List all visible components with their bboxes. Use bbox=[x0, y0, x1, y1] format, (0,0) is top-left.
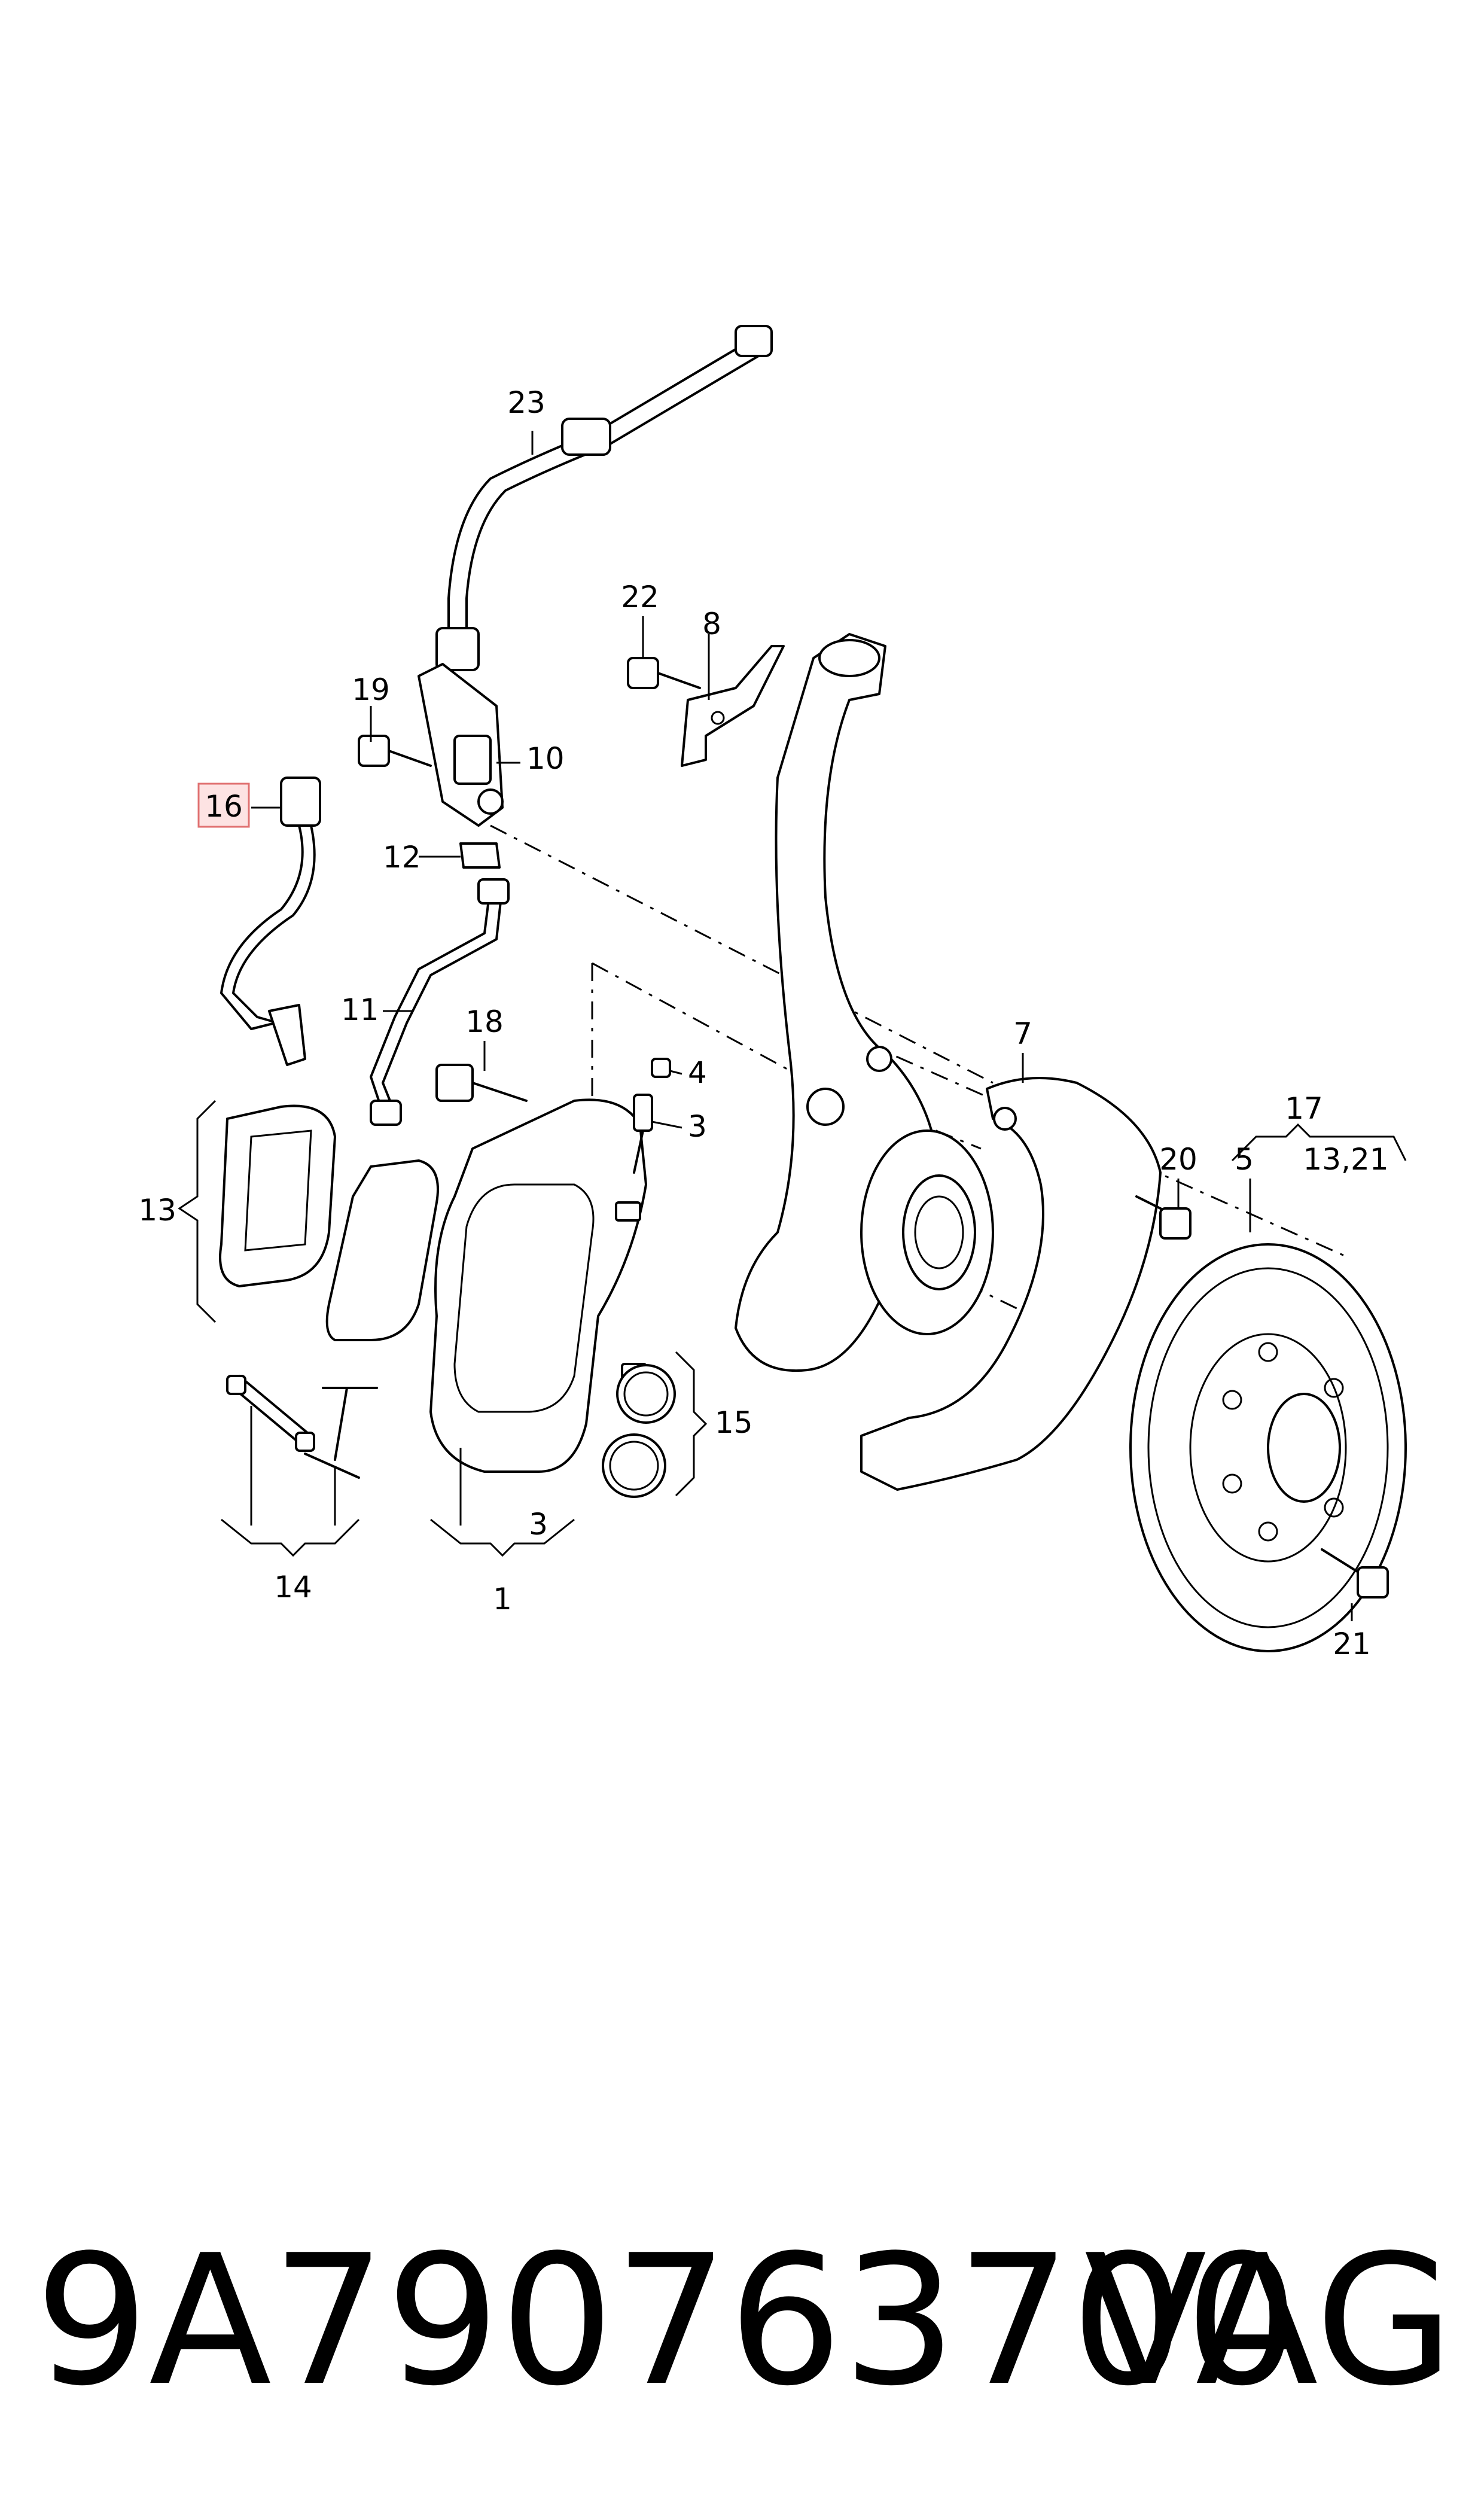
callout-labels: 23 22 8 19 10 16 12 11 18 4 3 7 17 20 5 … bbox=[138, 385, 1388, 1661]
callout-18: 18 bbox=[465, 1004, 504, 1039]
bracket-8 bbox=[681, 645, 785, 767]
brake-disc bbox=[1129, 1243, 1407, 1652]
callout-15: 15 bbox=[715, 1405, 753, 1440]
callout-11: 11 bbox=[341, 992, 379, 1027]
callout-3-bleed: 3 bbox=[688, 1109, 707, 1144]
leader-lines bbox=[178, 431, 1407, 1621]
bolt-22 bbox=[627, 657, 701, 689]
bolt-20 bbox=[1135, 1195, 1192, 1240]
callout-13: 13 bbox=[138, 1193, 176, 1228]
callout-20: 20 bbox=[1159, 1142, 1197, 1177]
brake-pads bbox=[219, 1104, 439, 1341]
bleed-screw bbox=[633, 1094, 653, 1174]
brake-line bbox=[370, 878, 510, 1126]
callout-14: 14 bbox=[274, 1570, 312, 1604]
brand-label: VAG bbox=[1084, 2216, 1454, 2425]
part-number: 9A790763700 bbox=[35, 2216, 1299, 2425]
callout-17: 17 bbox=[1285, 1091, 1323, 1126]
seal-rings bbox=[602, 1364, 676, 1498]
brake-caliper bbox=[429, 1098, 647, 1473]
footer: 9A790763700 VAG bbox=[0, 2213, 1484, 2429]
callout-21: 21 bbox=[1333, 1627, 1371, 1661]
bolt-19 bbox=[358, 735, 432, 767]
callout-16: 16 bbox=[205, 789, 243, 824]
brake-hose bbox=[435, 325, 773, 671]
hose-bracket bbox=[418, 663, 504, 869]
callout-13-21: 13,21 bbox=[1303, 1142, 1388, 1177]
bolt-18 bbox=[435, 1064, 528, 1102]
brake-assembly-diagram: 23 22 8 19 10 16 12 11 18 4 3 7 17 20 5 … bbox=[138, 325, 1407, 1661]
retaining-pins bbox=[226, 1375, 378, 1479]
callout-16-highlight bbox=[197, 783, 250, 828]
callout-19: 19 bbox=[352, 672, 390, 707]
bleed-cap bbox=[651, 1058, 671, 1078]
callout-8: 8 bbox=[702, 607, 721, 641]
callout-22: 22 bbox=[621, 580, 659, 614]
callout-23: 23 bbox=[507, 385, 546, 420]
callout-1: 1 bbox=[493, 1582, 512, 1616]
callout-4: 4 bbox=[688, 1055, 707, 1090]
callout-3-caliper: 3 bbox=[529, 1507, 548, 1542]
callout-10: 10 bbox=[526, 741, 565, 776]
wheel-hub bbox=[860, 1129, 994, 1335]
wear-sensor bbox=[220, 777, 321, 1066]
bolt-21 bbox=[1321, 1548, 1389, 1599]
callout-5: 5 bbox=[1235, 1142, 1254, 1177]
callout-7: 7 bbox=[1013, 1016, 1032, 1051]
splash-shield bbox=[860, 1077, 1162, 1491]
callout-12: 12 bbox=[383, 840, 421, 875]
